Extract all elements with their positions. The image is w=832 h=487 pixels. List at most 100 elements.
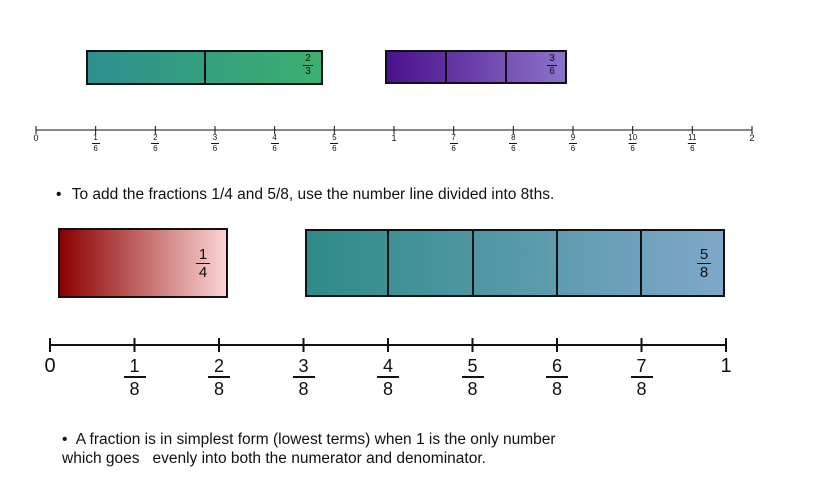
tick-label: 1 <box>720 355 732 377</box>
bar-divider <box>204 52 206 83</box>
tick-numerator: 5 <box>332 133 337 142</box>
two-thirds-bar: 2 3 <box>86 50 323 85</box>
three-sixths-label: 3 6 <box>547 54 557 77</box>
one-quarter-label: 1 4 <box>196 247 210 280</box>
fraction-bar <box>547 65 557 66</box>
sixths-axis <box>35 126 753 134</box>
tick-denominator: 8 <box>382 379 393 399</box>
tick-fraction-bar <box>292 376 315 378</box>
tick-denominator: 6 <box>332 144 337 153</box>
bullet-eighths-instruction: • To add the fractions 1/4 and 5/8, use … <box>56 185 554 204</box>
fraction-bar <box>303 65 313 66</box>
tick-fraction-bar <box>330 143 339 144</box>
tick-numerator: 3 <box>298 356 309 376</box>
fraction-denominator: 4 <box>198 264 208 281</box>
bullet-glyph: • <box>56 186 62 203</box>
fraction-denominator: 8 <box>699 264 709 281</box>
fraction-bar <box>697 263 711 264</box>
fraction-numerator: 2 <box>305 53 311 64</box>
tick-numerator: 11 <box>688 133 697 142</box>
tick-numerator: 6 <box>551 356 562 376</box>
tick-label: 0 <box>44 355 56 377</box>
tick-denominator: 8 <box>551 379 562 399</box>
bullet-text-line-2: which goes evenly into both the numerato… <box>62 450 486 467</box>
tick-fraction-bar <box>630 376 653 378</box>
tick-denominator: 6 <box>451 144 456 153</box>
bullet-line-1: • A fraction is in simplest form (lowest… <box>62 430 556 449</box>
tick-fraction-bar <box>569 143 577 144</box>
tick-denominator: 6 <box>511 144 516 153</box>
bar-divider <box>505 52 507 82</box>
eighths-axis <box>49 338 727 352</box>
bullet-text: To add the fractions 1/4 and 5/8, use th… <box>71 186 555 203</box>
two-thirds-label: 2 3 <box>303 54 313 77</box>
three-sixths-bar: 3 6 <box>385 50 567 84</box>
tick-numerator: 10 <box>628 133 638 142</box>
tick-denominator: 8 <box>129 379 140 399</box>
tick-denominator: 8 <box>636 379 647 399</box>
bar-divider <box>640 231 642 295</box>
tick-fraction-bar <box>270 143 279 144</box>
five-eighths-label: 5 8 <box>697 247 711 280</box>
bullet-text-line-1: A fraction is in simplest form (lowest t… <box>75 431 556 448</box>
tick-fraction-bar <box>208 376 230 378</box>
tick-label: 0 <box>33 133 39 143</box>
tick-fraction-bar <box>123 376 146 378</box>
tick-fraction-bar <box>461 376 484 378</box>
tick-denominator: 6 <box>93 144 98 153</box>
five-eighths-bar: 5 8 <box>305 229 725 297</box>
tick-numerator: 1 <box>129 356 140 376</box>
tick-numerator: 2 <box>213 356 224 376</box>
tick-fraction-bar <box>628 143 637 144</box>
fraction-numerator: 3 <box>549 53 555 64</box>
bullet-simplest-form: • A fraction is in simplest form (lowest… <box>62 430 556 468</box>
tick-label: 1 <box>391 133 397 143</box>
fraction-denominator: 6 <box>549 66 555 77</box>
tick-numerator: 3 <box>212 133 218 142</box>
tick-denominator: 8 <box>213 379 224 399</box>
tick-fraction-bar <box>91 143 100 144</box>
tick-numerator: 7 <box>451 133 456 142</box>
fraction-denominator: 3 <box>305 66 311 77</box>
tick-denominator: 6 <box>570 144 576 153</box>
fraction-numerator: 5 <box>699 246 709 263</box>
tick-fraction-bar <box>509 143 518 144</box>
tick-numerator: 4 <box>272 133 277 142</box>
tick-numerator: 2 <box>153 133 158 142</box>
fraction-numerator: 1 <box>198 246 208 263</box>
tick-denominator: 6 <box>272 144 277 153</box>
tick-numerator: 1 <box>93 133 98 142</box>
tick-fraction-bar <box>688 143 697 144</box>
tick-fraction-bar <box>449 143 458 144</box>
bar-divider <box>556 231 558 295</box>
one-quarter-bar: 1 4 <box>58 228 228 298</box>
bar-divider <box>387 231 389 295</box>
tick-denominator: 8 <box>298 379 309 399</box>
bullet-glyph: • <box>62 431 68 448</box>
tick-fraction-bar <box>151 143 160 144</box>
tick-fraction-bar <box>546 376 568 378</box>
tick-denominator: 6 <box>630 144 635 153</box>
tick-numerator: 4 <box>382 356 393 376</box>
fraction-bar <box>196 263 210 264</box>
tick-denominator: 6 <box>153 144 158 153</box>
tick-numerator: 7 <box>636 356 647 376</box>
tick-label: 2 <box>749 133 755 143</box>
